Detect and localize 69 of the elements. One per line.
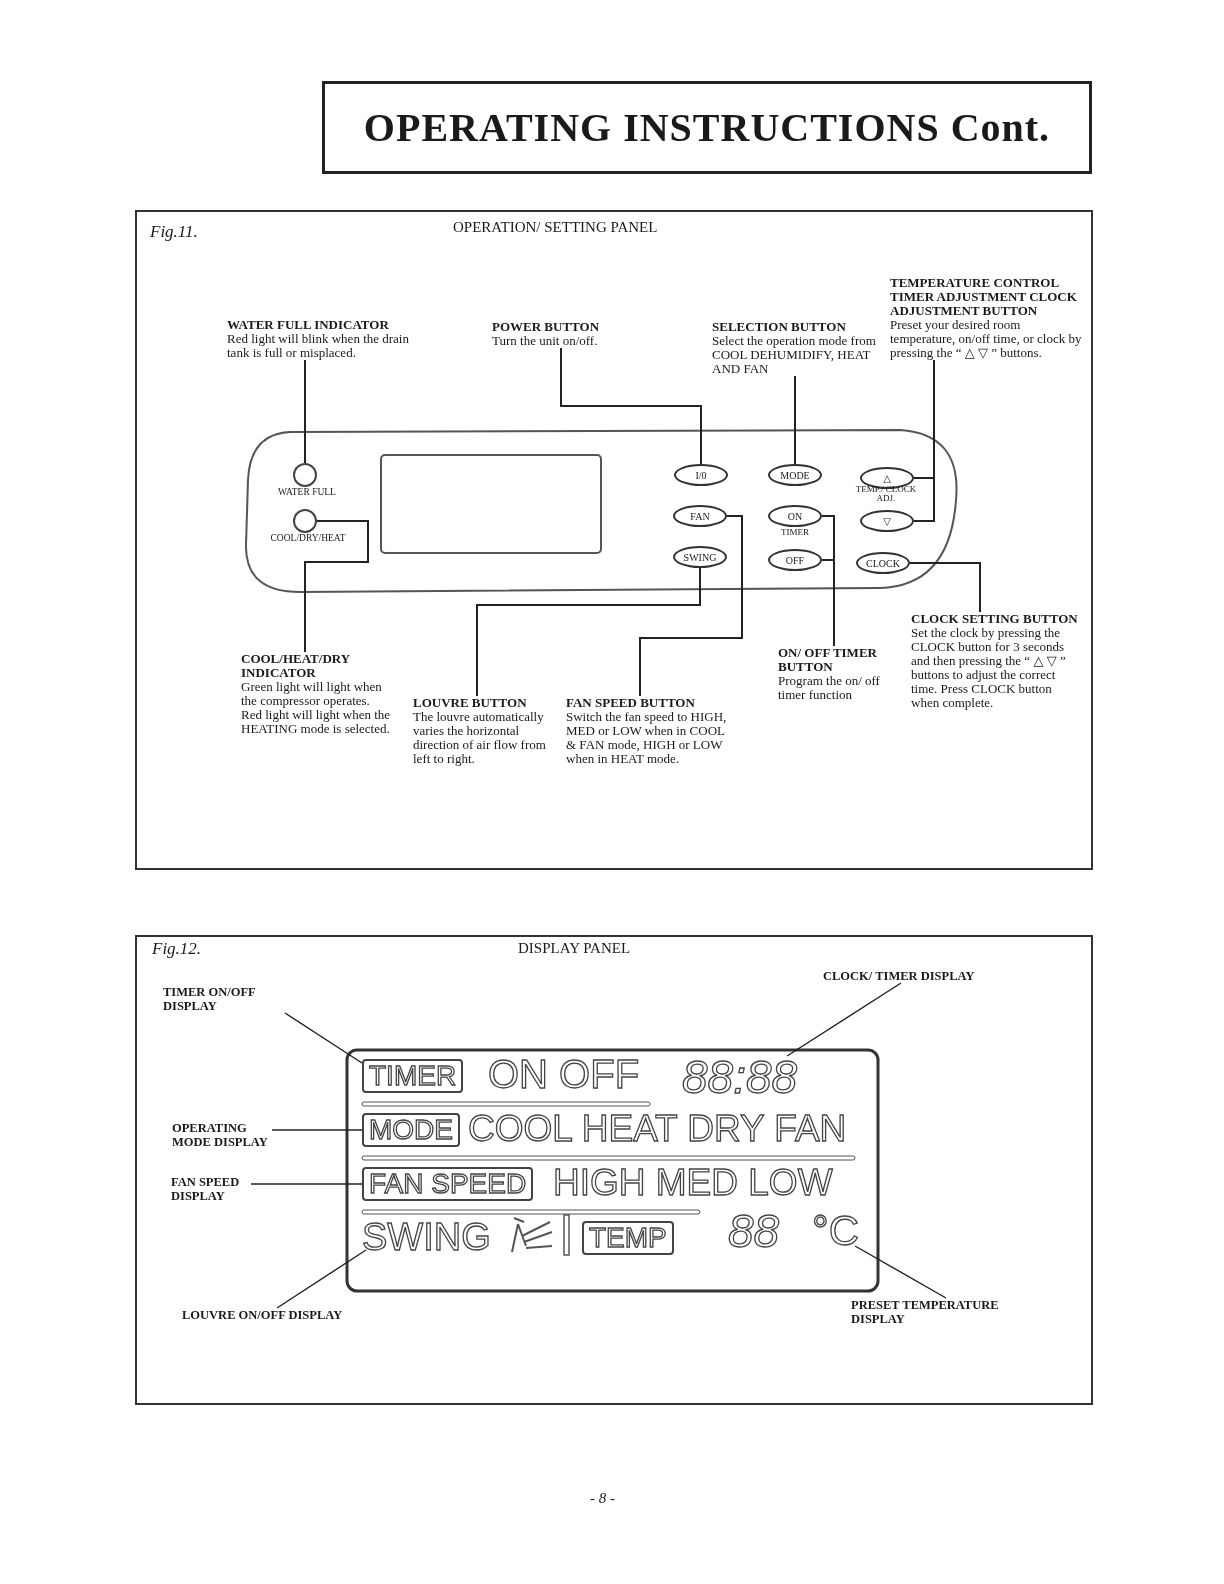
callout-heading: CLOCK SETTING BUTTON (911, 612, 1079, 626)
leader-line (304, 359, 306, 464)
callout-heading: WATER FULL INDICATOR (227, 318, 390, 332)
panel-button: SWING (673, 546, 727, 568)
lcd-segment-text: COOL HEAT DRY FAN (468, 1110, 847, 1147)
leader-line (250, 1183, 363, 1185)
lcd-indicator: FAN SPEED (362, 1167, 534, 1201)
callout-text: Green light will light when the compressor operates. Red light will light when the HEATING mode is selected. (241, 680, 391, 736)
callout-text: Set the clock by pressing the CLOCK button for 3 seconds and then pressing the “ △ ▽ ” buttons to adjust the correct time. Press CLOCK button when complete. (911, 626, 1067, 710)
figure-title: OPERATION/ SETTING PANEL (453, 219, 658, 236)
panel-button: MODE (768, 464, 822, 486)
callout-heading: OPERATING MODE DISPLAY (172, 1121, 269, 1149)
indicator-light (293, 509, 317, 533)
panel-button: I/0 (674, 464, 728, 486)
lcd-segment-text: ON OFF (488, 1054, 640, 1094)
leader-line (476, 567, 701, 697)
leader-line (639, 515, 743, 697)
callout-heading: COOL/HEAT/DRY INDICATOR (241, 652, 351, 680)
callout-text: Red light will blink when the drain tank is full or misplaced. (227, 332, 410, 360)
indicator-light (293, 463, 317, 487)
light-label: WATER FULL (277, 487, 337, 497)
callout-heading: LOUVRE BUTTON (413, 696, 528, 710)
callout-text: Program the on/ off timer function (778, 674, 881, 702)
panel-button: ON (768, 505, 822, 527)
leader-line (854, 1245, 947, 1299)
lcd-indicator: MODE (362, 1113, 460, 1147)
lcd-segment-text: SWING (362, 1218, 491, 1256)
callout-text: Turn the unit on/off. (492, 334, 599, 348)
leader-line (560, 347, 702, 465)
panel-button: CLOCK (856, 552, 910, 574)
leader-line (821, 559, 835, 647)
light-label: COOL/DRY/HEAT (269, 533, 347, 543)
leader-line (284, 1012, 363, 1064)
leader-line (786, 982, 902, 1057)
leader-line (794, 375, 796, 465)
callout-heading: LOUVRE ON/OFF DISPLAY (182, 1308, 344, 1322)
panel-button: FAN (673, 505, 727, 527)
callout-heading: CLOCK/ TIMER DISPLAY (823, 969, 976, 983)
panel-button: OFF (768, 549, 822, 571)
figure-number: Fig.11. (150, 222, 198, 242)
page-title: OPERATING INSTRUCTIONS Cont. (322, 81, 1092, 174)
callout-heading: FAN SPEED BUTTON (566, 696, 696, 710)
lcd-indicator: TIMER (362, 1059, 464, 1093)
callout-text: The louvre automatically varies the horizontal direction of air flow from left to right. (413, 710, 547, 766)
callout-heading: TEMPERATURE CONTROL TIMER ADJUSTMENT CLOCK ADJUSTMENT BUTTON (890, 276, 1078, 318)
figure-number: Fig.12. (152, 939, 202, 959)
callout-heading: POWER BUTTON (492, 320, 601, 334)
callout-heading: FAN SPEED DISPLAY (171, 1175, 241, 1203)
callout-text: Select the operation mode from COOL DEHUMIDIFY, HEAT AND FAN (712, 334, 877, 376)
figure-title: DISPLAY PANEL (518, 940, 631, 957)
digit-display: 88:88 (682, 1054, 798, 1100)
callout-heading: ON/ OFF TIMER BUTTON (778, 646, 878, 674)
lcd-indicator: TEMP (582, 1221, 674, 1255)
callout-heading: PRESET TEMPERATURE DISPLAY (851, 1298, 1000, 1326)
leader-line (276, 1249, 367, 1309)
lcd-segment-text: HIGH MED LOW (553, 1164, 833, 1201)
digit-display: 88 (728, 1208, 780, 1254)
leader-line (913, 359, 935, 522)
leader-line (304, 520, 369, 653)
button-group-label: TIMER (780, 527, 810, 537)
callout-text: Preset your desired room temperature, on/off time, or clock by pressing the “ △ ▽ ” buttons. (890, 318, 1082, 360)
page-number: - 8 - (590, 1490, 615, 1507)
callout-heading: SELECTION BUTTON (712, 320, 847, 334)
callout-text: Switch the fan speed to HIGH, MED or LOW when in COOL & FAN mode, HIGH or LOW when in HEAT mode. (566, 710, 728, 766)
panel-button: ▽ (860, 510, 914, 532)
callout-heading: TIMER ON/OFF DISPLAY (163, 985, 257, 1013)
leader-line (271, 1129, 363, 1131)
leader-line (909, 562, 981, 613)
lcd-segment-text: °C (812, 1210, 860, 1252)
